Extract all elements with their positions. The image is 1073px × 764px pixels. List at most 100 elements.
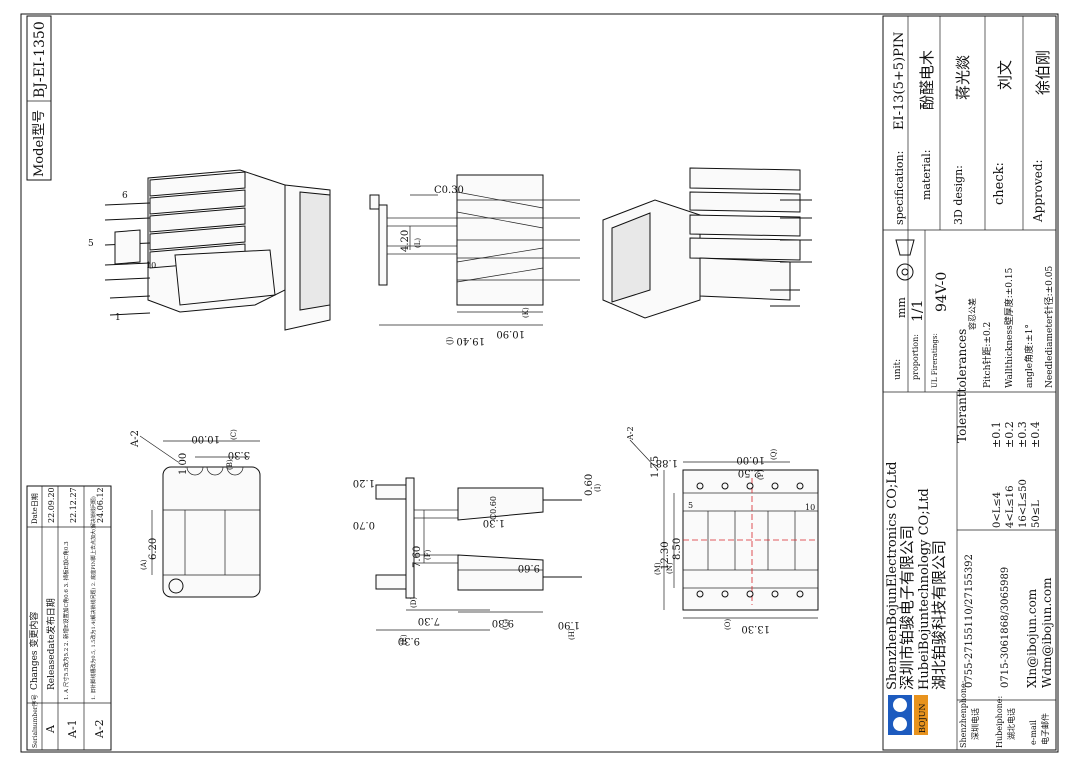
dim-1090: 10.90 (496, 328, 525, 339)
iso-view-right (602, 167, 812, 319)
change-content-a2: 1. 旧针脚线槽改为0.5, 1.5改为1.4(解决锁线问题) 2. 底座PIN… (90, 496, 97, 700)
top-view: 10.00 (C) 1.00 3.30 (B) 6.20 (A) A-2 (130, 429, 261, 598)
dim-1230: 12.30 (660, 541, 671, 570)
proportion-label: proportion: (911, 334, 920, 380)
change-date-a1: 22.12.27 (69, 487, 78, 523)
pin-label-10: 10 (146, 261, 156, 270)
changes-header: Changes 变更内容 (28, 612, 40, 690)
ref-c: (C) (230, 429, 238, 440)
tol-value-3: ±0.3 (1016, 421, 1029, 448)
ref-q: (Q) (770, 449, 778, 460)
hb-phone-cn: 湖北电话 (1006, 708, 1016, 740)
ref-d: (D) (410, 597, 418, 608)
dim-930-a: 9.30 (398, 635, 420, 646)
tol-pitch: Pitch针距:±0.2 (981, 322, 993, 388)
ref-f: (F) (424, 549, 432, 560)
hb-phone-label: Hubeiphone: (995, 696, 1004, 748)
change-date-a2: 24.06.12 (96, 487, 105, 523)
company-en-1: ShenzhenBojunElectronics CO;Ltd (885, 462, 900, 690)
pin-label-1: 1 (115, 313, 121, 323)
ref-b: (B) (226, 459, 234, 470)
check-label: check: (992, 162, 1007, 205)
projection-symbol (895, 239, 915, 281)
change-content-a1: 1. A 尺寸5.5改为5.2 2. 新增E设置加C角0.6 3. 挡板E加C角… (62, 541, 70, 700)
dim-850: 8.50 (672, 538, 683, 560)
tol-range-3: 16<L≤50 (1018, 479, 1029, 528)
ref-n: (N) (666, 562, 674, 574)
sz-phone: 0755-27155110/27155392 (964, 554, 975, 688)
dim-730: 7.30 (418, 615, 440, 626)
ref-j: (J) (446, 336, 454, 345)
ref-m: (M) (654, 562, 662, 575)
change-serial-a1: A-1 (66, 719, 79, 739)
tol-value-2: ±0.2 (1003, 421, 1016, 448)
dim-060: 0.60 (584, 474, 595, 496)
email-1: Xln@ibojun.com (1025, 588, 1039, 688)
ref-a2-left: A-2 (130, 430, 141, 448)
bottom-view: 5 10 10.00 (Q) 2.50 (P) 1.75 1.88 A-2 12… (626, 426, 819, 634)
iso-view-left: 6 5 1 10 (88, 169, 331, 331)
company-en-2: HubeiBojuntechnology CO;Ltd (917, 488, 932, 690)
changes-table: Serialnumber序号 Changes 变更内容 Date日期 A Rel… (26, 485, 112, 751)
ref-k: (K) (522, 307, 530, 318)
dim-c030: C0.30 (434, 185, 464, 196)
bojun-logo: BOJUN (888, 695, 928, 735)
model-label: Model型号 (32, 110, 47, 177)
approved-label: Approved: (1031, 159, 1045, 223)
dim-1000-a: 10.00 (191, 433, 220, 444)
design-label: 3D design: (952, 165, 965, 225)
material-value: 酚醛电木 (918, 50, 936, 110)
change-content-a: Releasedate发布日期 (45, 598, 57, 690)
email-cn: 电子邮件 (1040, 713, 1050, 745)
model-number: BJ-EI-1350 (32, 21, 48, 98)
dim-188: 1.88 (656, 457, 678, 468)
dim-190: 1.90 (558, 619, 580, 630)
change-serial-a2: A-2 (93, 719, 106, 739)
company-cn-2: 湖北铂骏科技有限公司 (930, 540, 948, 690)
check-value: 刘文 (996, 60, 1014, 90)
tol-needle: Needlediameter针径:±0.05 (1043, 266, 1055, 388)
ref-o: (O) (724, 619, 732, 630)
sz-phone-cn: 深圳电话 (970, 708, 980, 740)
dim-250: 2.50 (738, 467, 760, 478)
email-2: Wdm@ibojun.com (1040, 577, 1054, 688)
design-value: 蒋光燚 (954, 55, 972, 100)
dim-120: 1.20 (353, 477, 375, 488)
email-label: e-mail (1029, 720, 1038, 745)
logo-text: BOJUN (918, 703, 927, 733)
pin-label-5: 5 (88, 239, 94, 249)
dim-070: 0.70 (353, 519, 375, 530)
change-date-a: 22.09.20 (47, 487, 56, 523)
dim-420: 4.20 (400, 230, 411, 252)
company-cn-1: 深圳市铂骏电子有限公司 (898, 525, 916, 690)
spec-value: EI-13(5+5)PIN (892, 32, 907, 130)
dim-1940: 19.40 (456, 335, 485, 346)
tol-wall: Wallthickness壁厚度:±0.15 (1003, 267, 1015, 388)
dim-960: 9.60 (518, 562, 540, 573)
sz-phone-label: Shenzhenphone: (959, 681, 968, 748)
proportion-value: 1/1 (910, 299, 926, 322)
serial-header: Serialnumber序号 (31, 694, 39, 748)
sheet-border (20, 13, 1059, 753)
dim-100: 1.00 (178, 453, 189, 475)
ref-p: (P) (757, 470, 765, 480)
pin-label-10-bottom: 10 (805, 503, 815, 512)
dim-760: 7.60 (412, 546, 423, 568)
tol-value-1: ±0.1 (990, 421, 1003, 448)
unit-label: unit: (893, 359, 903, 380)
dim-330: 3.30 (228, 449, 250, 460)
spec-label: specification: (893, 151, 906, 225)
tol-value-4: ±0.4 (1029, 421, 1042, 448)
dim-620: 6.20 (148, 538, 159, 560)
tolerances-title: Toleranttolerances (955, 329, 969, 443)
pin-label-6: 6 (122, 191, 128, 201)
dim-1000-b: 10.00 (736, 454, 765, 465)
date-header: Date日期 (31, 493, 39, 524)
dim-c060: C0.60 (489, 496, 498, 520)
tol-range-1: 0<L≤4 (992, 492, 1003, 528)
ref-i: (I) (594, 484, 602, 492)
model-box: Model型号 BJ-EI-1350 (26, 15, 52, 181)
ref-a: (A) (140, 559, 148, 570)
dim-930-b: 9.30 (492, 617, 514, 628)
